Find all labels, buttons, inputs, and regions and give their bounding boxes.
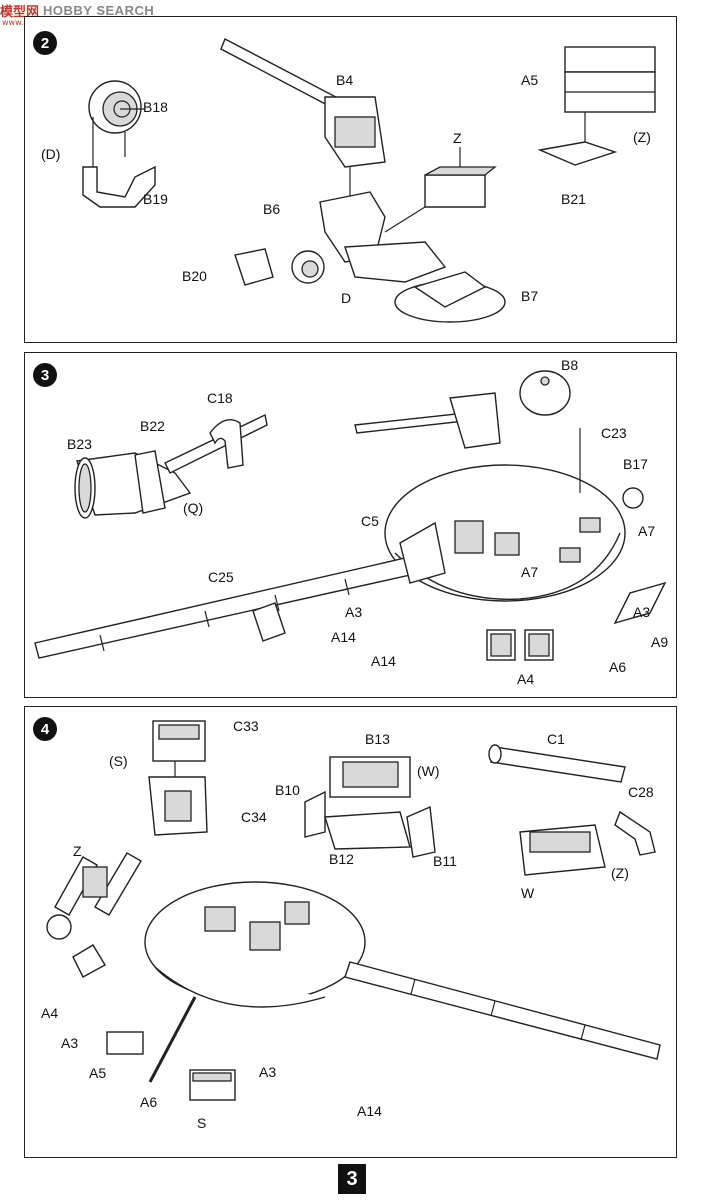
label-c34: C34 — [241, 809, 267, 825]
label-a4: A4 — [517, 671, 535, 687]
step-number-badge: 4 — [33, 717, 57, 741]
label-z-paren: (Z) — [611, 865, 629, 881]
label-a3-left: A3 — [61, 1035, 79, 1051]
label-a7-bottom: A7 — [521, 564, 539, 580]
label-a7-top: A7 — [638, 523, 656, 539]
label-z: Z — [73, 843, 82, 859]
label-c25: C25 — [208, 569, 234, 585]
step-number-badge: 3 — [33, 363, 57, 387]
step-2-illustration — [82, 38, 656, 323]
label-w-paren: (W) — [417, 763, 440, 779]
label-w: W — [521, 885, 535, 901]
label-a3-right: A3 — [259, 1064, 277, 1080]
label-a5: A5 — [521, 72, 539, 88]
step-3-illustration — [34, 370, 667, 661]
label-z: Z — [453, 130, 462, 146]
label-b19: B19 — [143, 191, 168, 207]
label-d-paren: (D) — [41, 146, 61, 162]
label-s: S — [197, 1115, 207, 1131]
label-b22: B22 — [140, 418, 165, 434]
label-c33: C33 — [233, 718, 259, 734]
watermark-logo: 模型网 — [0, 4, 40, 20]
label-b11: B11 — [433, 853, 457, 869]
label-c18: C18 — [207, 390, 233, 406]
label-b6: B6 — [263, 201, 281, 217]
label-s-paren: (S) — [109, 753, 128, 769]
part-b18-drawing — [88, 80, 142, 134]
label-a3-right: A3 — [633, 604, 651, 620]
step-4-panel: 4 — [24, 706, 677, 1158]
label-a14: A14 — [357, 1103, 382, 1119]
label-b10: B10 — [275, 782, 300, 798]
label-q-paren: (Q) — [183, 500, 204, 516]
label-b8: B8 — [561, 357, 579, 373]
watermark-site: HOBBY SEARCH — [43, 2, 155, 18]
label-c28: C28 — [628, 784, 654, 800]
label-a3-left: A3 — [345, 604, 363, 620]
watermark: 模型网 HOBBY SEARCH — [0, 0, 154, 20]
label-a6: A6 — [609, 659, 627, 675]
label-a5: A5 — [89, 1065, 107, 1081]
label-a6: A6 — [140, 1094, 158, 1110]
label-b13: B13 — [365, 731, 390, 747]
label-b4: B4 — [336, 72, 354, 88]
label-b12: B12 — [329, 851, 354, 867]
label-d: D — [341, 290, 352, 306]
step-3-panel: 3 — [24, 352, 677, 698]
label-b7: B7 — [521, 288, 539, 304]
label-b20: B20 — [182, 268, 207, 284]
page-number: 3 — [338, 1164, 366, 1194]
label-z-paren: (Z) — [633, 129, 651, 145]
step-number-badge: 2 — [33, 31, 57, 55]
label-b21: B21 — [561, 191, 586, 207]
label-c5: C5 — [361, 513, 379, 529]
label-c1: C1 — [547, 731, 565, 747]
label-a4: A4 — [41, 1005, 59, 1021]
label-b23: B23 — [67, 436, 92, 452]
label-a9: A9 — [651, 634, 669, 650]
label-c23: C23 — [601, 425, 627, 441]
step-4-illustration — [46, 720, 661, 1101]
label-b18: B18 — [143, 99, 168, 115]
label-b17: B17 — [623, 456, 648, 472]
label-a14-lower: A14 — [371, 653, 396, 669]
step-2-panel: 2 B18 — [24, 16, 677, 343]
label-a14-upper: A14 — [331, 629, 356, 645]
